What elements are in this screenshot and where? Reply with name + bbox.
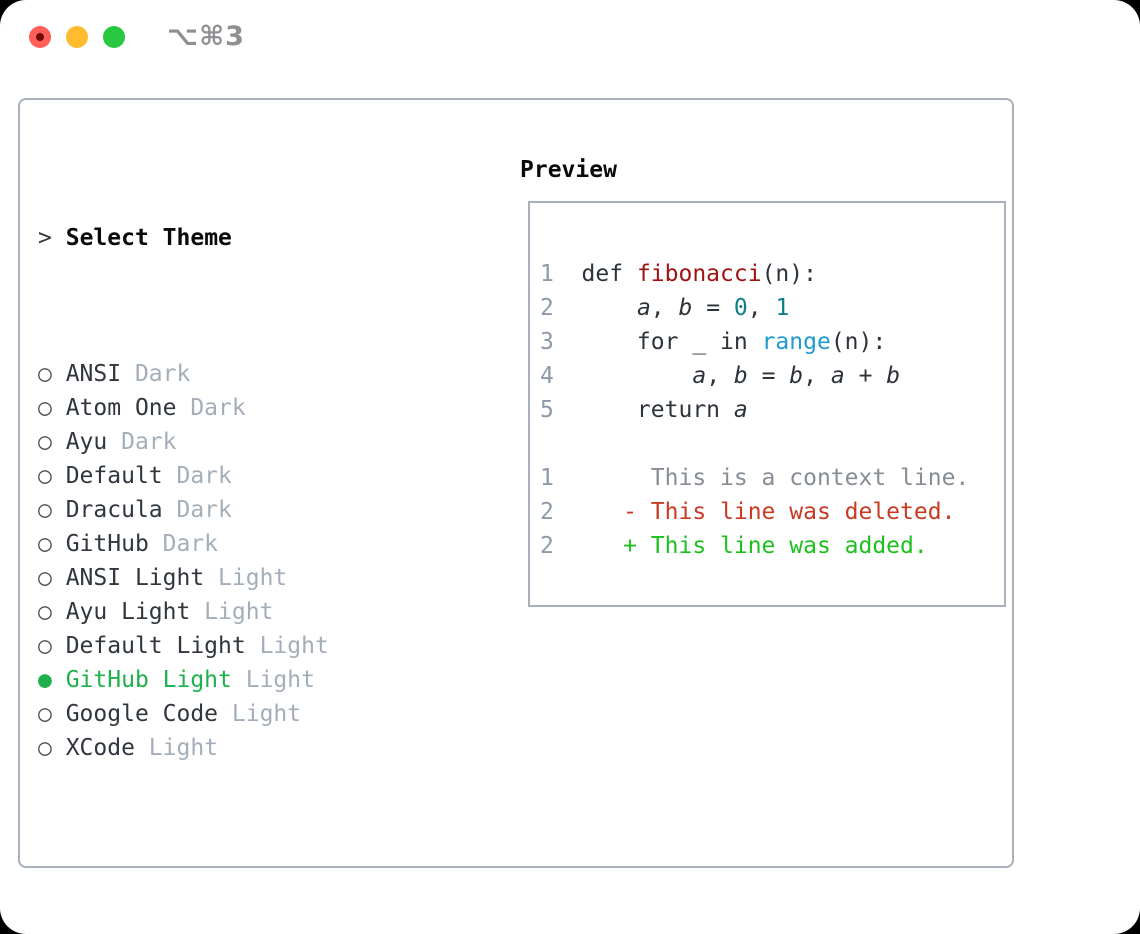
radio-unselected-icon: ○ xyxy=(38,633,66,659)
theme-option[interactable]: ○ Google Code Light xyxy=(38,701,302,727)
select-theme-header: > Select Theme xyxy=(38,221,426,255)
theme-option[interactable]: ○ Dracula Dark xyxy=(38,497,232,523)
theme-option[interactable]: ○ Default Dark xyxy=(38,463,232,489)
code-line: 2 a, b = 0, 1 xyxy=(540,295,790,321)
radio-unselected-icon: ○ xyxy=(38,361,66,387)
radio-selected-icon: ● xyxy=(38,667,66,693)
select-theme-title: Select Theme xyxy=(65,225,232,251)
radio-unselected-icon: ○ xyxy=(38,463,66,489)
preview-title: Preview xyxy=(520,157,617,183)
theme-option[interactable]: ○ GitHub Dark xyxy=(38,531,219,557)
code-line: 5 return a xyxy=(540,397,748,423)
prompt-chevron-icon: > xyxy=(38,225,52,251)
radio-unselected-icon: ○ xyxy=(38,531,66,557)
theme-option[interactable]: ○ Atom One Dark xyxy=(38,395,246,421)
code-line: 4 a, b = b, a + b xyxy=(540,363,901,389)
diff-line: 2 - This line was deleted. xyxy=(540,499,956,525)
radio-unselected-icon: ○ xyxy=(38,429,66,455)
radio-unselected-icon: ○ xyxy=(38,395,66,421)
code-sample: 1 def fibonacci(n): 2 a, b = 0, 1 3 for _ … xyxy=(540,257,996,427)
theme-option[interactable]: ○ Default Light Light xyxy=(38,633,329,659)
zoom-button[interactable] xyxy=(103,26,125,48)
theme-option[interactable]: ○ XCode Light xyxy=(38,735,219,761)
theme-option[interactable]: ○ Ayu Dark xyxy=(38,429,177,455)
theme-picker-panel: > Select Theme ○ ANSI Dark ○ Atom One Dar… xyxy=(18,98,1014,868)
theme-list: ○ ANSI Dark ○ Atom One Dark ○ Ayu Dark ○ De… xyxy=(38,357,426,765)
preview-column: Preview 1 def fibonacci(n): 2 a, b = 0, 1… xyxy=(518,153,1006,607)
diff-line: 1 This is a context line. xyxy=(540,465,970,491)
window-shortcut-label: ⌥⌘3 xyxy=(167,21,245,52)
close-button[interactable] xyxy=(29,26,51,48)
radio-unselected-icon: ○ xyxy=(38,701,66,727)
spacer xyxy=(38,867,426,901)
code-line: 1 def fibonacci(n): xyxy=(540,261,817,287)
theme-picker-column: > Select Theme ○ ANSI Dark ○ Atom One Dar… xyxy=(38,153,426,934)
radio-unselected-icon: ○ xyxy=(38,735,66,761)
spacer xyxy=(540,427,996,461)
diff-line: 2 + This line was added. xyxy=(540,533,928,559)
theme-option[interactable]: ○ Ayu Light Light xyxy=(38,599,274,625)
code-line: 3 for _ in range(n): xyxy=(540,329,887,355)
diff-sample: 1 This is a context line. 2 - This line w… xyxy=(540,461,996,563)
theme-option[interactable]: ○ ANSI Dark xyxy=(38,361,191,387)
radio-unselected-icon: ○ xyxy=(38,599,66,625)
minimize-button[interactable] xyxy=(66,26,88,48)
window-titlebar: ⌥⌘3 xyxy=(0,0,1140,98)
theme-option[interactable]: ○ ANSI Light Light xyxy=(38,565,288,591)
radio-unselected-icon: ○ xyxy=(38,497,66,523)
theme-option[interactable]: ● GitHub Light Light xyxy=(38,667,315,693)
preview-pane: 1 def fibonacci(n): 2 a, b = 0, 1 3 for _ … xyxy=(528,201,1006,607)
radio-unselected-icon: ○ xyxy=(38,565,66,591)
